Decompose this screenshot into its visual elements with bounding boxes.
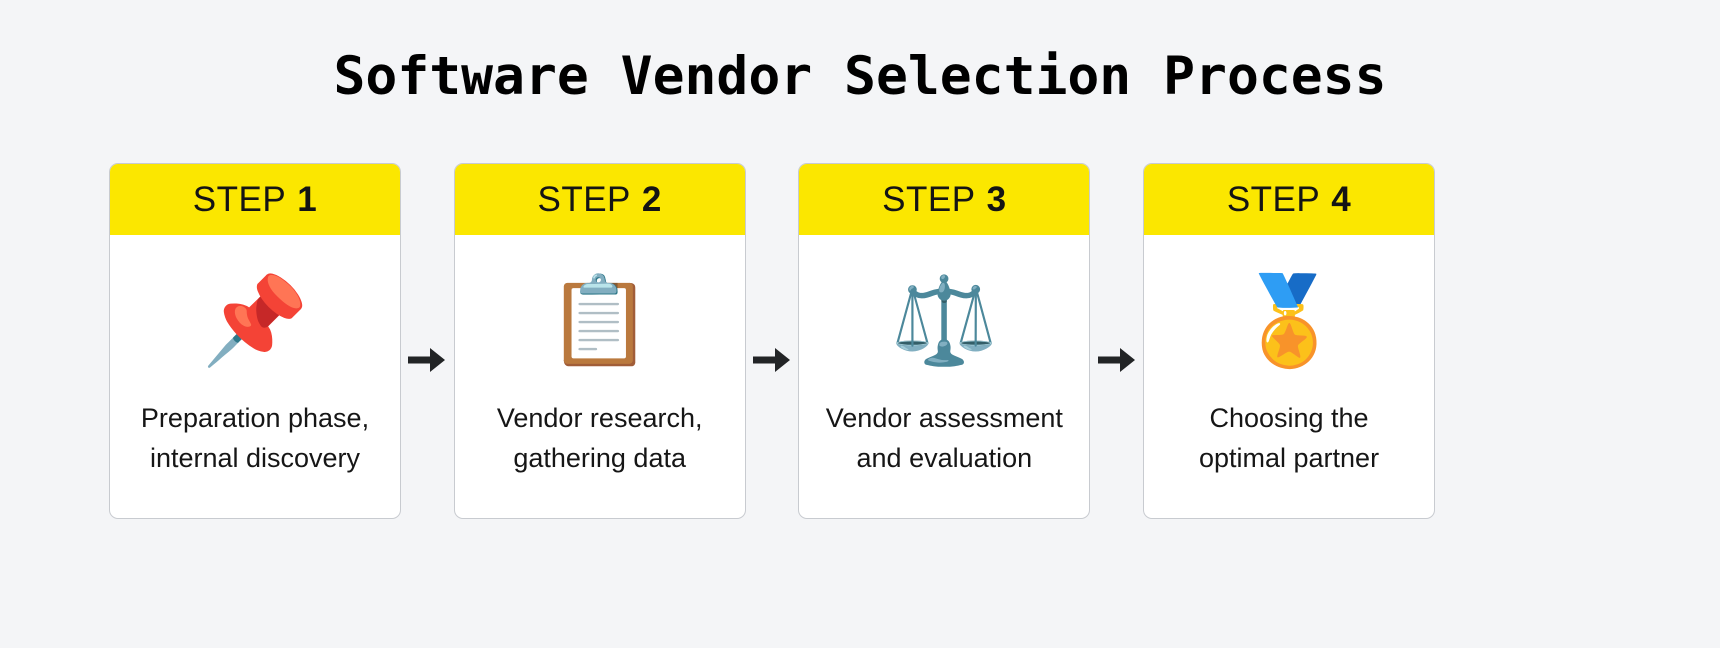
step-description-1-line-2: internal discovery xyxy=(149,442,361,473)
pushpin-icon: 📌 xyxy=(201,271,309,371)
step-label-1: STEP xyxy=(192,180,287,219)
connector-1 xyxy=(401,163,454,519)
step-body-3: ⚖️ Vendor assessment and evaluation xyxy=(799,235,1089,518)
step-description-3-line-1: Vendor assessment xyxy=(825,403,1063,433)
step-description-4: Choosing the optimal partner xyxy=(1144,399,1434,479)
step-body-4: 🏅 Choosing the optimal partner xyxy=(1144,235,1434,518)
step-header-2: STEP 2 xyxy=(454,164,745,235)
step-header-3: STEP 3 xyxy=(799,164,1090,235)
step-label-4: STEP xyxy=(1226,180,1321,219)
step-description-1-line-1: Preparation phase, xyxy=(140,403,370,433)
connector-3 xyxy=(1090,163,1143,519)
step-body-1: 📌 Preparation phase, internal discovery xyxy=(110,235,400,518)
page-title: Software Vendor Selection Process xyxy=(333,46,1387,107)
step-description-1: Preparation phase, internal discovery xyxy=(110,399,400,479)
step-header-1: STEP 1 xyxy=(110,164,400,235)
step-description-4-line-1: Choosing the xyxy=(1209,403,1369,433)
step-card-1[interactable]: STEP 1 📌 Preparation phase, internal disc… xyxy=(109,163,401,519)
connector-2 xyxy=(746,163,799,519)
step-number-2: 2 xyxy=(641,180,662,219)
arrow-right-icon xyxy=(753,347,791,373)
balance-scale-icon: ⚖️ xyxy=(890,271,998,371)
step-card-4[interactable]: STEP 4 🏅 Choosing the optimal partner xyxy=(1143,163,1436,519)
arrow-right-icon xyxy=(1097,347,1136,373)
step-number-3: 3 xyxy=(986,180,1007,219)
step-description-2-line-2: gathering data xyxy=(513,442,686,473)
clipboard-icon: 📋 xyxy=(546,271,654,371)
step-number-1: 1 xyxy=(297,180,318,219)
step-body-2: 📋 Vendor research, gathering data xyxy=(455,235,745,518)
step-label-2: STEP xyxy=(537,180,631,219)
arrow-right-icon xyxy=(408,347,446,373)
step-card-2[interactable]: STEP 2 📋 Vendor research, gathering data xyxy=(453,163,746,519)
step-description-2: Vendor research, gathering data xyxy=(455,399,745,479)
step-description-3-line-2: and evaluation xyxy=(856,442,1033,473)
step-number-4: 4 xyxy=(1331,180,1352,219)
step-label-3: STEP xyxy=(882,180,976,219)
step-description-4-line-2: optimal partner xyxy=(1198,442,1380,473)
step-card-3[interactable]: STEP 3 ⚖️ Vendor assessment and evaluatio… xyxy=(798,163,1091,519)
steps-row: STEP 1 📌 Preparation phase, internal disc… xyxy=(109,163,1436,519)
step-description-3: Vendor assessment and evaluation xyxy=(799,399,1089,479)
step-header-4: STEP 4 xyxy=(1144,164,1435,235)
gold-medal-icon: 🏅 xyxy=(1235,271,1343,371)
step-description-2-line-1: Vendor research, xyxy=(496,403,703,433)
